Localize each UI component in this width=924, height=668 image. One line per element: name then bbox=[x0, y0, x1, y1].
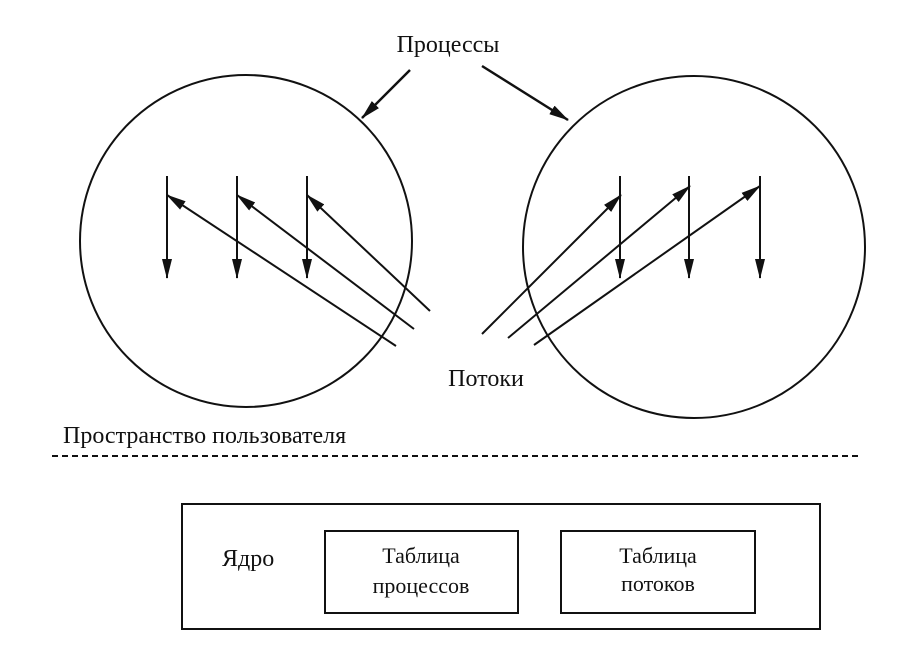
thread-pointer-arrow bbox=[481, 194, 622, 335]
kernel-label: Ядро bbox=[222, 546, 274, 572]
thread-pointer-arrow bbox=[306, 194, 431, 312]
process-table-line-1: Таблица bbox=[382, 543, 460, 568]
thread-pointer-arrow bbox=[507, 185, 691, 339]
process-arrow-left bbox=[361, 69, 411, 119]
thread-table-line-1: Таблица bbox=[619, 543, 697, 568]
process-arrow-right bbox=[481, 64, 569, 122]
thread-pointer-arrow bbox=[166, 194, 397, 347]
thread-pointer-arrow bbox=[533, 185, 761, 346]
process-table-box bbox=[324, 530, 519, 614]
processes-label: Процессы bbox=[397, 32, 500, 58]
thread-table-line-2: потоков bbox=[621, 571, 695, 596]
process-right-circle bbox=[522, 75, 866, 419]
kernel-box bbox=[181, 503, 821, 630]
thread-table-box bbox=[560, 530, 756, 614]
threads-label: Потоки bbox=[448, 366, 524, 392]
process-table-line-2: процессов bbox=[373, 573, 470, 598]
thread-pointer-arrow bbox=[236, 194, 415, 330]
user-space-label: Пространство пользователя bbox=[63, 423, 346, 449]
process-left-circle bbox=[79, 74, 413, 408]
